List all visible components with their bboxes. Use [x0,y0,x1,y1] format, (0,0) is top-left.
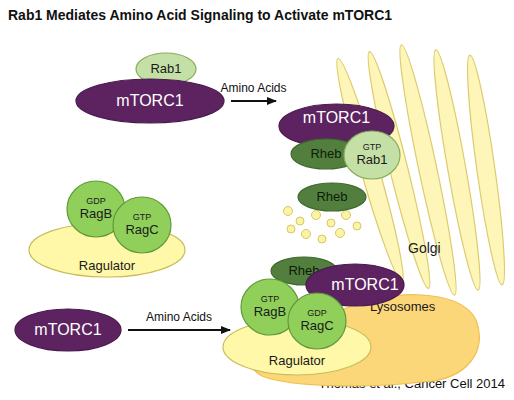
node-label: RagC [125,223,158,237]
vesicle [342,211,351,220]
arrow-label: Amino Acids [146,310,212,324]
text-holder: GTPRagC [112,196,172,254]
node-label: mTORC1 [34,322,101,339]
node-label: Golgi [408,241,441,256]
node-label: Rheb [316,190,347,204]
node-label: Rab1 [356,153,387,167]
ellipse-outline [344,131,400,179]
golgi-cisterna [461,54,511,286]
vesicle [312,211,321,220]
node-label: GDP [307,309,327,318]
node-label: mTORC1 [116,93,183,110]
protein-ellipse: GDPRagC [287,292,347,350]
vesicle [318,235,326,243]
node-label: Rab1 [150,62,181,76]
text-holder: Ragulator [28,238,186,294]
protein-ellipse: Rheb [297,182,367,212]
protein-ellipse: GTPRab1 [343,130,401,180]
text-holder: Rheb [297,182,367,212]
protein-ellipse: GTPRagC [112,196,172,254]
node-label: Rheb [310,147,341,161]
vesicle [296,217,304,225]
node-label: GTP [133,213,152,222]
text-holder: mTORC1 [75,78,225,124]
vesicle [287,225,295,233]
ellipse-outline [15,309,121,351]
text-holder: GTPRab1 [343,130,401,180]
text-holder: GDPRagC [287,292,347,350]
node-label: GTP [363,143,382,152]
text-holder: Golgi [408,241,441,256]
diagram-title: Rab1 Mediates Amino Acid Signaling to Ac… [8,7,392,23]
node-label: RagB [80,207,113,221]
arrow-label: Amino Acids [220,81,286,95]
signal-arrow [231,100,276,102]
node-label: Ragulator [269,354,325,368]
ellipse-outline [29,223,185,277]
text-holder: mTORC1 [14,308,122,352]
protein-ellipse: mTORC1 [75,78,225,124]
node-label: RagC [300,319,333,333]
ellipse-outline [288,293,346,349]
vesicle [327,219,335,227]
node-label: Ragulator [79,259,135,273]
vesicle [302,230,311,239]
ellipse-outline [298,183,366,211]
node-label: mTORC1 [303,110,370,127]
node-label: GDP [86,197,106,206]
ellipse-outline [76,79,224,123]
protein-ellipse: mTORC1 [14,308,122,352]
node-label: mTORC1 [331,277,398,294]
vesicle [284,207,293,216]
node-label: RagB [254,305,287,319]
vesicle [353,222,361,230]
ellipse-outline [223,319,371,375]
ellipse-outline [113,197,171,253]
signal-arrow [128,329,230,331]
vesicle [336,229,345,238]
node-label: GTP [261,295,280,304]
